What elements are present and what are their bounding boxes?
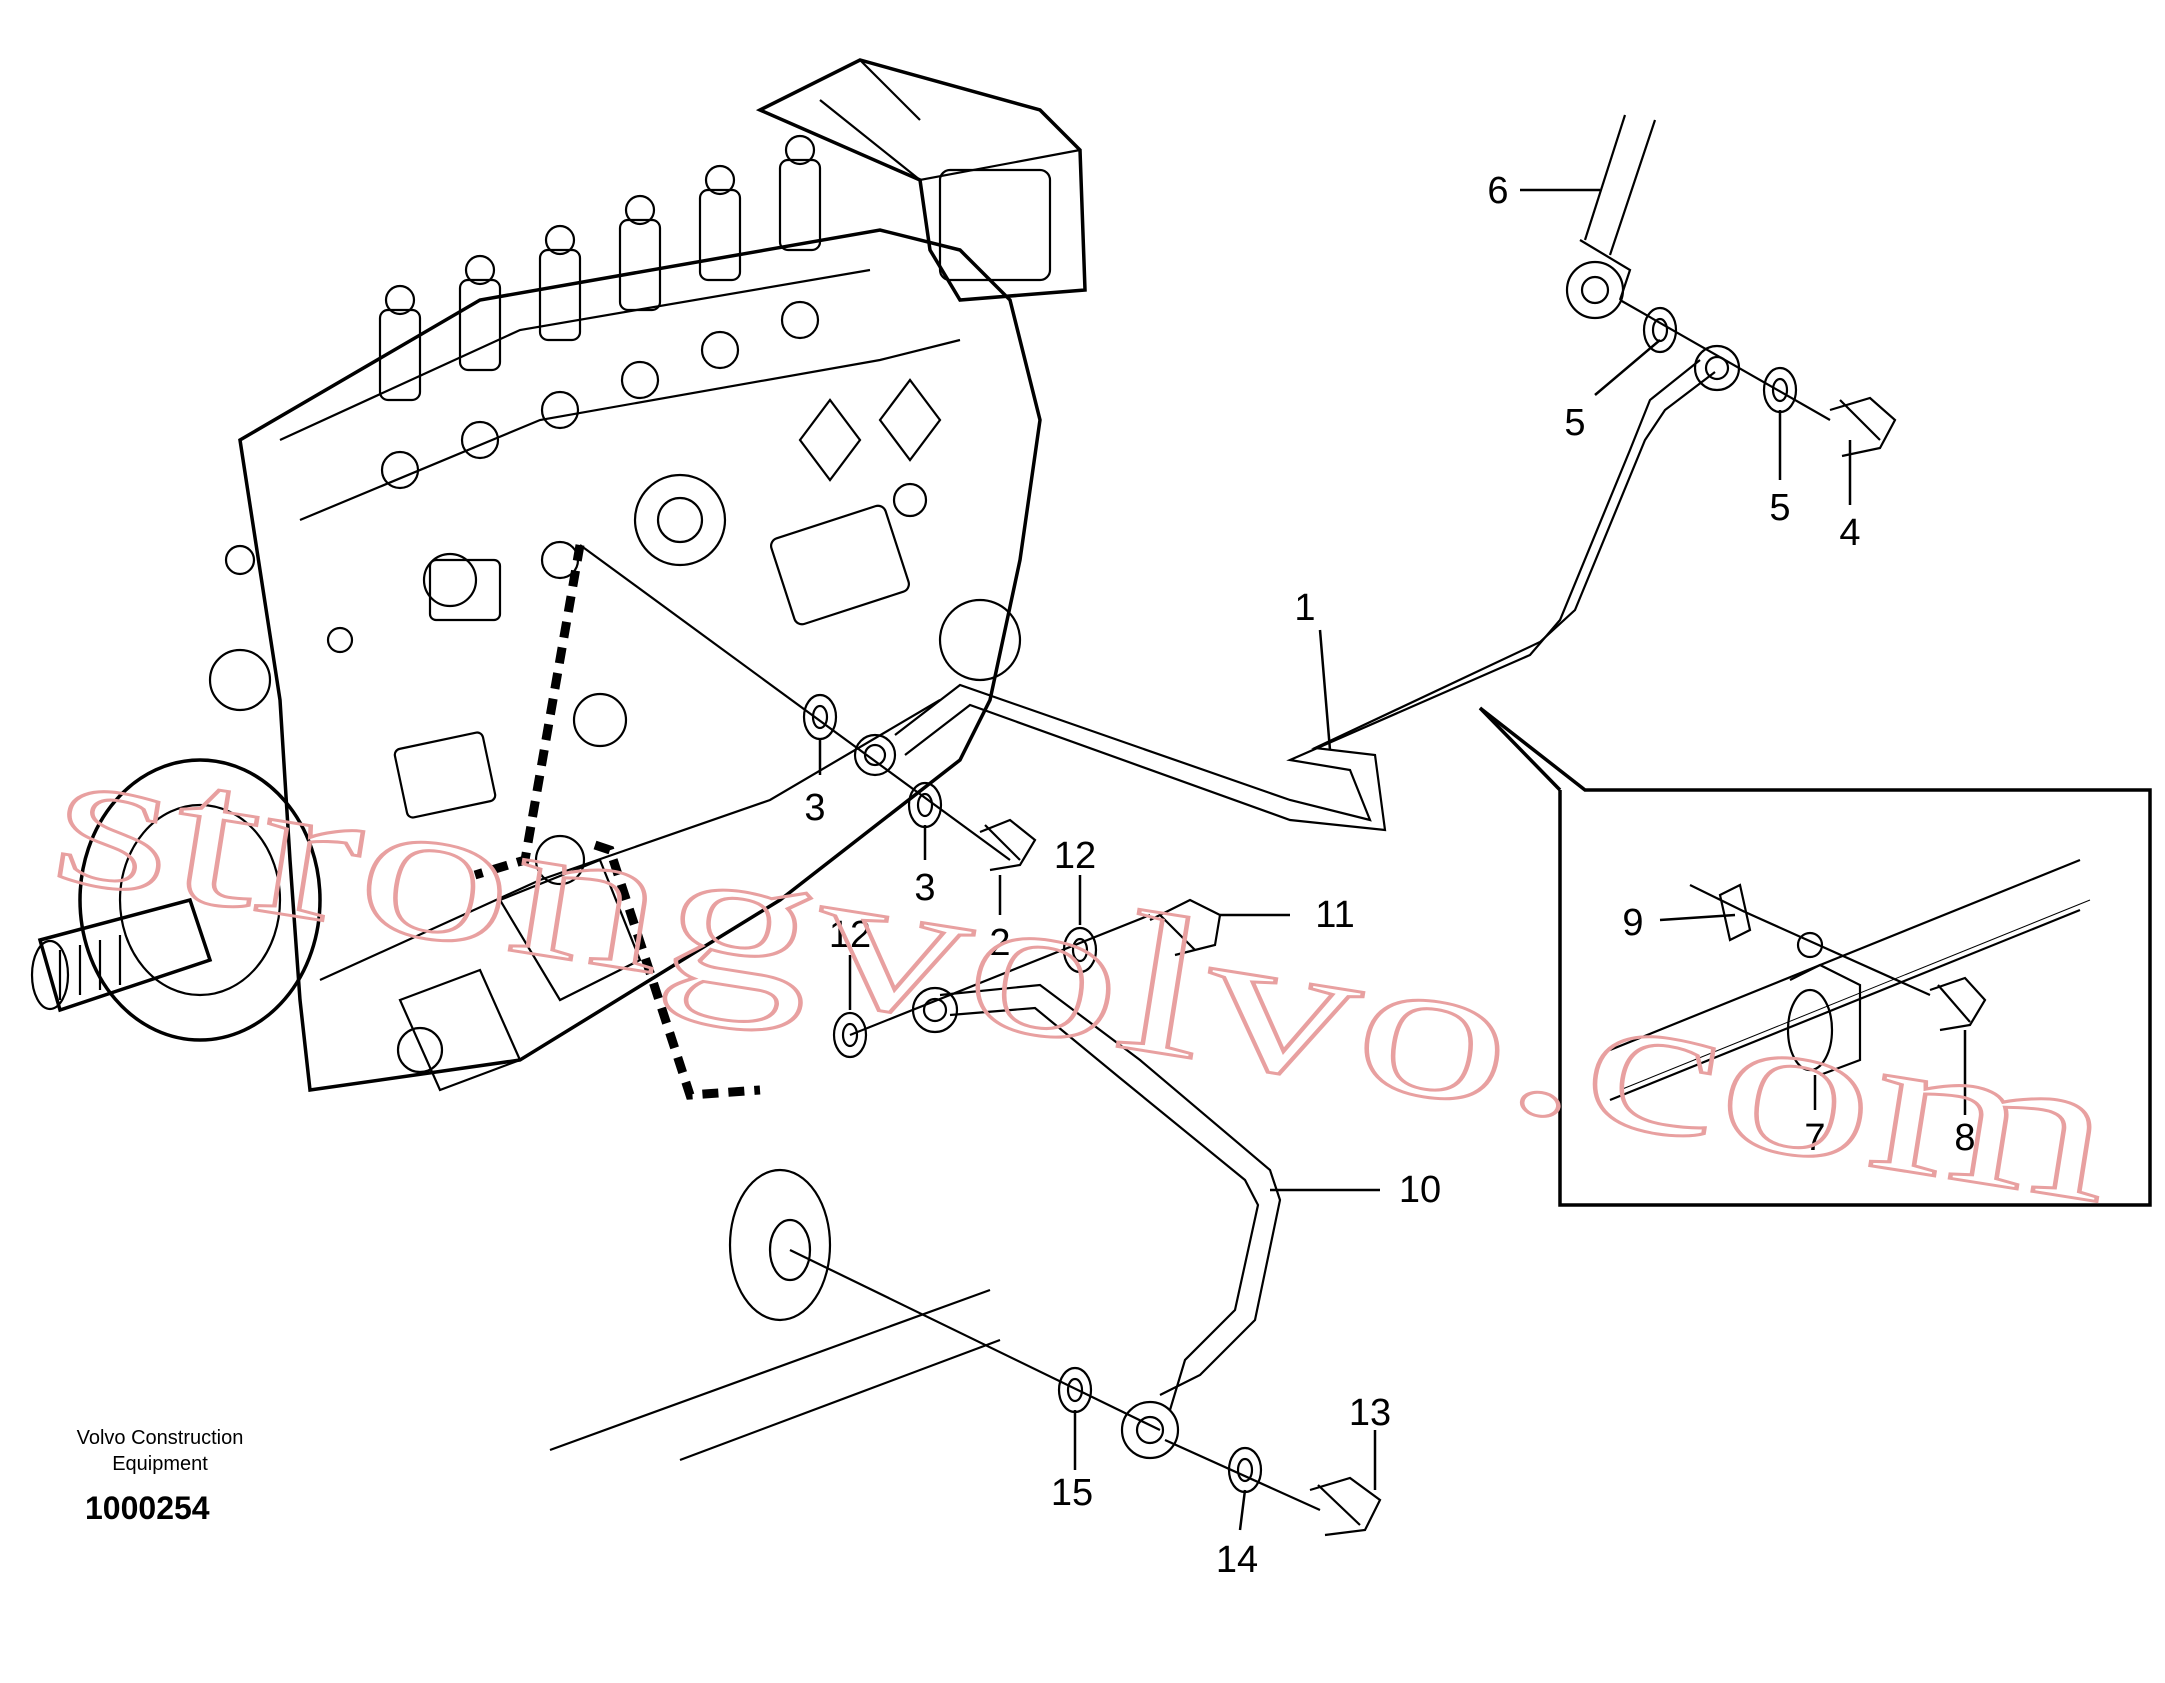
callout-11: 11	[1315, 894, 1354, 936]
callout-6: 6	[1487, 170, 1508, 212]
callout-12b: 12	[829, 914, 871, 956]
callout-14: 14	[1216, 1539, 1258, 1581]
callout-10: 10	[1399, 1169, 1441, 1211]
callout-12a: 12	[1054, 835, 1096, 877]
callout-3a: 3	[804, 787, 825, 829]
overflow-pipe	[853, 344, 1741, 832]
callout-9: 9	[1622, 902, 1643, 944]
upper-fasteners	[1619, 299, 1897, 458]
return-pipe	[911, 983, 1282, 1460]
callout-4: 4	[1839, 512, 1860, 554]
leader-lines	[818, 188, 1967, 1531]
watermark: strongvolvo.com	[40, 702, 2129, 1246]
callout-3b: 3	[914, 867, 935, 909]
fuel-hose	[1565, 114, 1657, 320]
mounting-reference	[549, 1168, 1382, 1537]
callout-7: 7	[1804, 1117, 1825, 1159]
callout-1: 1	[1294, 587, 1315, 629]
callout-5b: 5	[1769, 487, 1790, 529]
detail-inset	[1478, 706, 2152, 1207]
mid-fasteners	[579, 544, 1037, 872]
pipe10-fasteners	[832, 898, 1222, 1059]
internal-fuel-passage-lower	[593, 840, 761, 1100]
callout-2: 2	[989, 922, 1010, 964]
callout-13: 13	[1349, 1392, 1391, 1434]
drawing-number: 1000254	[85, 1490, 210, 1526]
callout-numbers: 1 2 3 3 4 5 5 6 7 8 9 10 11 12 12 13 14 …	[804, 170, 1975, 1581]
callout-15: 15	[1051, 1472, 1093, 1514]
publisher-label: Volvo Construction Equipment	[76, 1427, 244, 1475]
callout-8: 8	[1954, 1117, 1975, 1159]
internal-fuel-passage	[473, 544, 585, 880]
callout-5a: 5	[1564, 402, 1585, 444]
injection-pump	[30, 58, 1087, 1092]
